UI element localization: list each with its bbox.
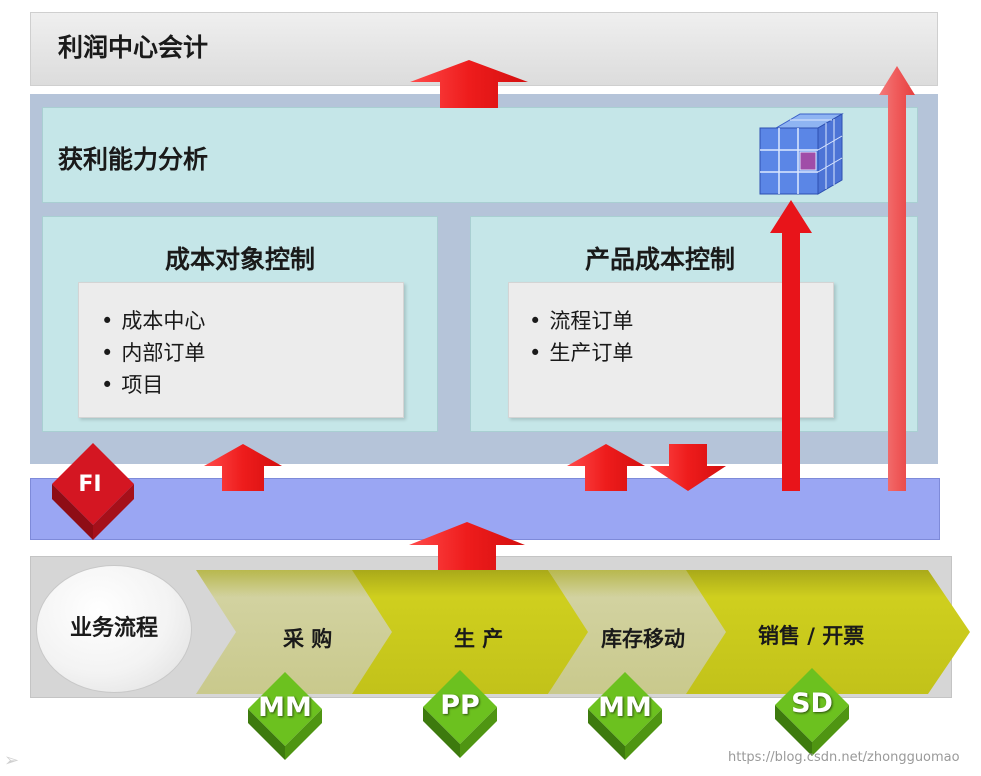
mm-inventory-diamond-icon — [588, 672, 662, 760]
profitability-analysis-title: 获利能力分析 — [58, 145, 209, 174]
cost-object-control-title: 成本对象控制 — [164, 245, 315, 274]
arrow-up-product-cost — [567, 444, 645, 491]
step-procurement-label: 采 购 — [283, 627, 333, 651]
next-arrow-icon: ➢ — [4, 750, 20, 771]
arrow-up-process — [409, 522, 525, 570]
module-label-sd: SD — [791, 688, 833, 719]
arrow-up-top — [410, 60, 528, 108]
step-sales-label: 销售 / 开票 — [758, 624, 865, 648]
product-cost-control-title: 产品成本控制 — [584, 245, 735, 274]
arrow-up-to-profitability — [770, 200, 812, 491]
module-label-pp: PP — [440, 690, 480, 721]
chevron-sales — [686, 570, 970, 694]
list-item: 流程订单 — [529, 305, 833, 337]
chevron-procurement — [196, 570, 408, 694]
product-cost-list: 流程订单 生产订单 — [508, 282, 834, 418]
watermark: https://blog.csdn.net/zhongguomao — [728, 750, 960, 765]
list-item: 生产订单 — [529, 337, 833, 369]
module-label-mm: MM — [598, 692, 652, 723]
business-process-label: 业务流程 — [69, 616, 158, 641]
chevron-production — [352, 570, 590, 694]
arrow-up-to-profit-center — [879, 66, 915, 491]
business-process-ellipse — [36, 565, 192, 693]
arrow-down-product-cost — [650, 444, 726, 491]
mm-procurement-diamond-icon — [248, 672, 322, 760]
fi-diamond-icon — [52, 443, 134, 540]
pp-diamond-icon — [423, 670, 497, 758]
profit-center-accounting-title: 利润中心会计 — [58, 33, 209, 62]
list-item: 内部订单 — [101, 337, 403, 369]
sd-diamond-icon — [775, 668, 849, 756]
list-item: 项目 — [101, 369, 403, 401]
arrow-up-cost-object — [204, 444, 282, 491]
step-inventory-label: 库存移动 — [601, 627, 685, 651]
module-label-mm: MM — [258, 692, 312, 723]
list-item: 成本中心 — [101, 305, 403, 337]
cost-object-list: 成本中心 内部订单 项目 — [78, 282, 404, 418]
fi-label: FI — [78, 472, 102, 497]
step-production-label: 生 产 — [454, 627, 504, 651]
cube-icon — [759, 113, 844, 195]
